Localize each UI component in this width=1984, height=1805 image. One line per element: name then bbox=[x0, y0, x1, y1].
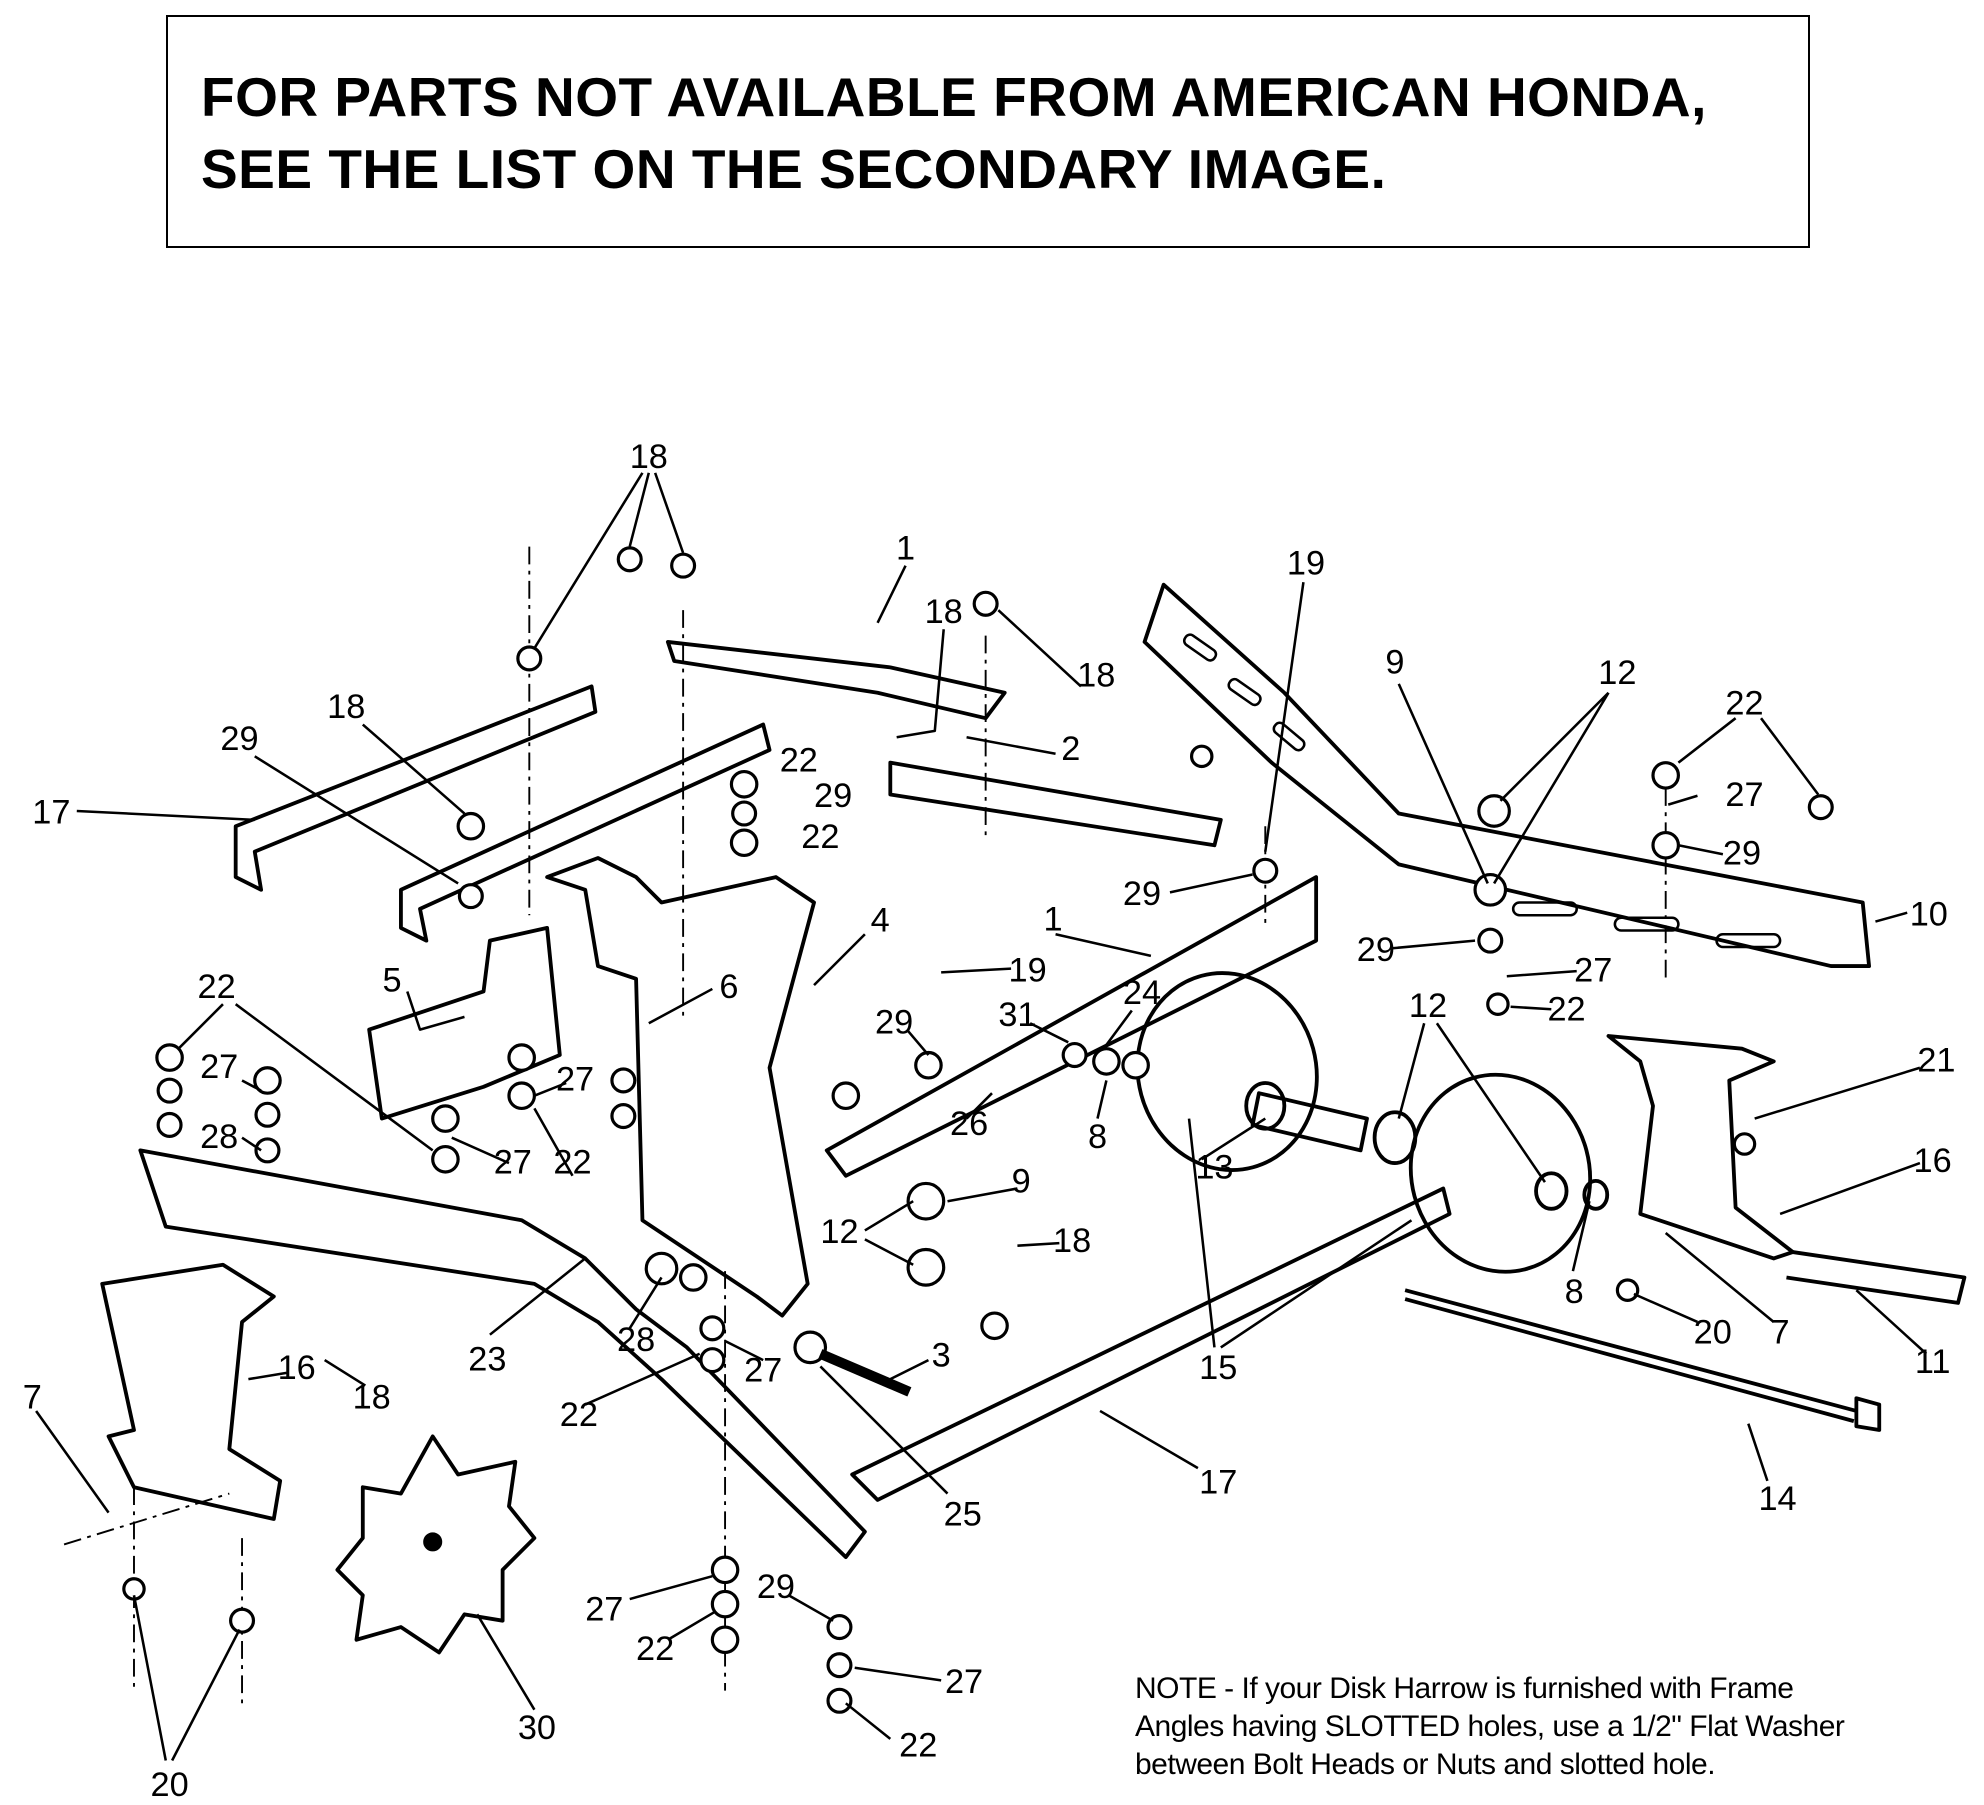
part-callout-label: 17 bbox=[32, 794, 70, 832]
part-callout-label: 27 bbox=[200, 1048, 238, 1086]
part-callout-label: 3 bbox=[932, 1336, 951, 1374]
part-callout-label: 27 bbox=[744, 1352, 782, 1390]
hitch-pin-3 bbox=[818, 1349, 912, 1397]
bearing-12 bbox=[1534, 1171, 1569, 1211]
gang-bolt bbox=[1404, 1288, 1857, 1423]
gang-bolt-head bbox=[1854, 1396, 1882, 1432]
part-callout-label: 22 bbox=[1725, 684, 1763, 722]
part-callout-label: 2 bbox=[1061, 730, 1080, 768]
part-callout-label: 22 bbox=[560, 1396, 598, 1434]
slotted-frame-angle-right bbox=[1142, 582, 1871, 968]
gang-bracket-left bbox=[100, 1262, 283, 1521]
part-callout-label: 29 bbox=[1357, 931, 1395, 969]
frame-angle-left-inner bbox=[399, 722, 772, 943]
part-callout-label: 22 bbox=[780, 742, 818, 780]
part-callout-label: 19 bbox=[1287, 545, 1325, 583]
part-callout-label: 27 bbox=[494, 1143, 532, 1181]
washer-8 bbox=[1582, 1178, 1610, 1211]
part-callout-label: 29 bbox=[1123, 875, 1161, 913]
part-callout-label: 22 bbox=[801, 818, 839, 856]
part-callout-label: 7 bbox=[1771, 1314, 1790, 1352]
part-callout-label: 30 bbox=[518, 1709, 556, 1747]
part-callout-label: 22 bbox=[899, 1727, 937, 1765]
part-callout-label: 18 bbox=[327, 688, 365, 726]
part-callout-label: 8 bbox=[1565, 1273, 1584, 1311]
part-callout-label: 27 bbox=[945, 1663, 983, 1701]
part-callout-label: 29 bbox=[814, 777, 852, 815]
part-callout-label: 23 bbox=[468, 1340, 506, 1378]
part-callout-label: 1 bbox=[1043, 900, 1062, 938]
part-callout-label: 9 bbox=[1385, 644, 1404, 682]
notched-disk-blade bbox=[335, 1434, 537, 1655]
part-callout-label: 27 bbox=[556, 1061, 594, 1099]
part-callout-label: 18 bbox=[353, 1378, 391, 1416]
parts-availability-banner: FOR PARTS NOT AVAILABLE FROM AMERICAN HO… bbox=[166, 15, 1810, 248]
gang-bar-rear bbox=[850, 1186, 1452, 1502]
part-callout-label: 18 bbox=[630, 438, 668, 476]
part-callout-label: 26 bbox=[950, 1105, 988, 1143]
part-callout-label: 19 bbox=[1009, 951, 1047, 989]
bearing-13 bbox=[1244, 1081, 1287, 1131]
part-callout-label: 15 bbox=[1199, 1349, 1237, 1387]
banner-line-1: FOR PARTS NOT AVAILABLE FROM AMERICAN HO… bbox=[201, 66, 1707, 128]
part-callout-label: 22 bbox=[553, 1143, 591, 1181]
part-callout-label: 16 bbox=[278, 1349, 316, 1387]
part-callout-label: 25 bbox=[944, 1495, 982, 1533]
part-callout-label: 29 bbox=[757, 1568, 795, 1606]
part-callout-label: 1 bbox=[896, 529, 915, 567]
disk-blade-2 bbox=[1408, 1072, 1593, 1274]
part-callout-label: 28 bbox=[617, 1321, 655, 1359]
part-callout-label: 4 bbox=[871, 902, 890, 940]
part-callout-label: 9 bbox=[1012, 1162, 1031, 1200]
part-callout-label: 18 bbox=[1077, 656, 1115, 694]
note-line-2: Angles having SLOTTED holes, use a 1/2" … bbox=[1135, 1710, 1845, 1743]
gang-bar-front bbox=[138, 1148, 867, 1560]
slotted-holes-note: NOTE - If your Disk Harrow is furnished … bbox=[1135, 1670, 1845, 1784]
axle-spacer bbox=[1250, 1091, 1369, 1153]
note-line-3: between Bolt Heads or Nuts and slotted h… bbox=[1135, 1748, 1716, 1781]
part-callout-label: 5 bbox=[382, 961, 401, 999]
part-callout-label: 27 bbox=[1725, 776, 1763, 814]
part-callout-label: 24 bbox=[1123, 974, 1161, 1012]
strap-center bbox=[824, 875, 1319, 1178]
hitch-plate bbox=[367, 926, 562, 1121]
banner-line-2: SEE THE LIST ON THE SECONDARY IMAGE. bbox=[201, 138, 1387, 200]
strap-upper bbox=[665, 640, 1007, 721]
part-callout-label: 27 bbox=[1574, 951, 1612, 989]
part-callout-label: 8 bbox=[1088, 1118, 1107, 1156]
part-callout-label: 31 bbox=[998, 996, 1036, 1034]
part-callout-label: 18 bbox=[925, 593, 963, 631]
part-callout-label: 17 bbox=[1199, 1464, 1237, 1502]
hitch-bracket bbox=[545, 856, 816, 1318]
part-callout-label: 12 bbox=[1598, 654, 1636, 692]
disk-blade-1 bbox=[1135, 971, 1319, 1172]
part-callout-label: 29 bbox=[220, 720, 258, 758]
part-callout-label: 28 bbox=[200, 1118, 238, 1156]
part-callout-label: 12 bbox=[820, 1213, 858, 1251]
part-callout-label: 29 bbox=[1723, 834, 1761, 872]
part-callout-label: 16 bbox=[1914, 1142, 1952, 1180]
spool bbox=[1372, 1110, 1418, 1165]
strap-lower bbox=[888, 760, 1223, 848]
part-callout-label: 27 bbox=[585, 1591, 623, 1629]
part-callout-label: 7 bbox=[23, 1378, 42, 1416]
part-callout-label: 10 bbox=[1910, 895, 1948, 933]
frame-angle-left-outer bbox=[233, 684, 598, 892]
part-callout-label: 21 bbox=[1917, 1042, 1955, 1080]
note-line-1: NOTE - If your Disk Harrow is furnished … bbox=[1135, 1672, 1794, 1705]
gang-bracket-right bbox=[1606, 1034, 1795, 1261]
part-callout-label: 6 bbox=[719, 968, 738, 1006]
part-callout-label: 20 bbox=[1694, 1314, 1732, 1352]
part-callout-label: 29 bbox=[875, 1003, 913, 1041]
part-callout-label: 22 bbox=[636, 1630, 674, 1668]
part-callout-label: 14 bbox=[1758, 1480, 1796, 1518]
part-callout-label: 12 bbox=[1409, 987, 1447, 1025]
part-callout-label: 18 bbox=[1053, 1222, 1091, 1260]
part-callout-label: 13 bbox=[1195, 1148, 1233, 1186]
part-callout-label: 20 bbox=[150, 1766, 188, 1804]
part-callout-label: 22 bbox=[198, 968, 236, 1006]
part-callout-label: 11 bbox=[1915, 1343, 1951, 1381]
part-callout-label: 22 bbox=[1547, 991, 1585, 1029]
axle-shaft bbox=[1786, 1250, 1967, 1305]
